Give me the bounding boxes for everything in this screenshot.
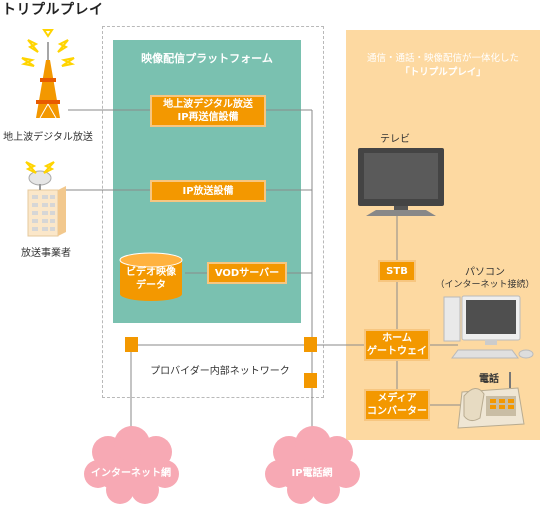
video-data-cylinder-icon [119,252,183,301]
ip-phone-cloud-label: IP電話網 [291,468,333,479]
platform-title: 映像配信プラットフォーム [141,52,273,65]
internet-cloud-shape [84,426,179,504]
network-node-phone [304,373,317,388]
home-caption-line1: 通信・通話・映像配信が一体化した [366,53,519,64]
stb-box: STB [378,260,416,282]
ip-retransmission-line1: 地上波デジタル放送 [163,99,253,110]
network-label: プロバイダー内部ネットワーク [150,366,290,377]
internet-cloud-label: インターネット網 [91,468,171,479]
broadcaster-label: 放送事業者 [21,248,71,259]
vod-server-box: VODサーバー [207,262,287,284]
network-node-center [304,337,317,352]
home-gateway-line2: ゲートウェイ [367,346,427,357]
ip-broadcast-label: IP放送設備 [182,185,234,197]
pc-label-line1: パソコン [465,267,505,278]
phone-label: 電話 [479,374,499,385]
broadcaster-building-icon [25,161,66,237]
home-gateway-line1: ホーム [382,333,412,344]
ip-retransmission-line2: IP再送信設備 [177,112,239,123]
ip-phone-cloud-shape [265,426,360,504]
provider-network-area [102,26,324,398]
broadcast-tower-icon [20,29,76,119]
home-gateway-box: ホーム ゲートウェイ [364,329,430,361]
ip-retransmission-box: 地上波デジタル放送 IP再送信設備 [150,95,266,127]
stb-label: STB [386,265,408,277]
home-caption-line2: 「トリプルプレイ」 [400,67,486,78]
network-node-left [125,337,138,352]
pc-label: パソコン （インターネット接続） [430,266,540,292]
home-area [346,30,540,440]
home-caption: 通信・通話・映像配信が一体化した 「トリプルプレイ」 [346,52,540,80]
ip-broadcast-box: IP放送設備 [150,180,266,202]
tv-icon [358,148,444,216]
video-data-line2: データ [136,280,166,291]
tv-label: テレビ [380,134,410,145]
media-converter-line2: コンバーター [367,406,427,417]
video-data-label: ビデオ映像 データ [120,266,182,292]
pc-label-line2: （インターネット接続） [435,280,535,290]
pc-icon [443,295,534,359]
media-converter-line1: メディア [377,393,417,404]
phone-icon [457,372,525,429]
video-data-line1: ビデオ映像 [126,267,176,278]
diagram-title: トリプルプレイ [2,2,104,18]
media-converter-box: メディア コンバーター [364,389,430,421]
terrestrial-label: 地上波デジタル放送 [3,132,93,143]
vod-server-label: VODサーバー [214,267,280,279]
